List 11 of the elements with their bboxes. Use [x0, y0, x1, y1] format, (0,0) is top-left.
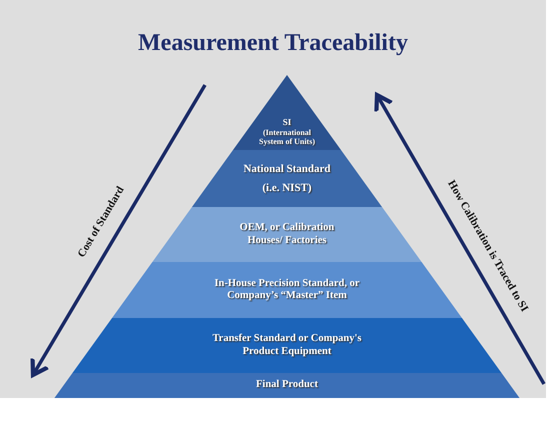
tier-label: OEM, or Calibration Houses/ Factories — [238, 222, 336, 247]
arrow — [374, 92, 546, 385]
tier-label: Transfer Standard or Company's Product Equipment — [211, 333, 363, 358]
arrow — [30, 84, 206, 378]
tier-label: (International System of Units) — [258, 128, 316, 146]
tier-label: National Standard — [243, 162, 331, 176]
tier-label: SI — [282, 117, 292, 128]
title: Measurement Traceability — [137, 30, 409, 57]
tier-label: (i.e. NIST) — [262, 182, 312, 194]
tier-label: Final Product — [256, 379, 318, 392]
tier-label: In-House Precision Standard, or Company’s “Master” Item — [213, 278, 361, 302]
